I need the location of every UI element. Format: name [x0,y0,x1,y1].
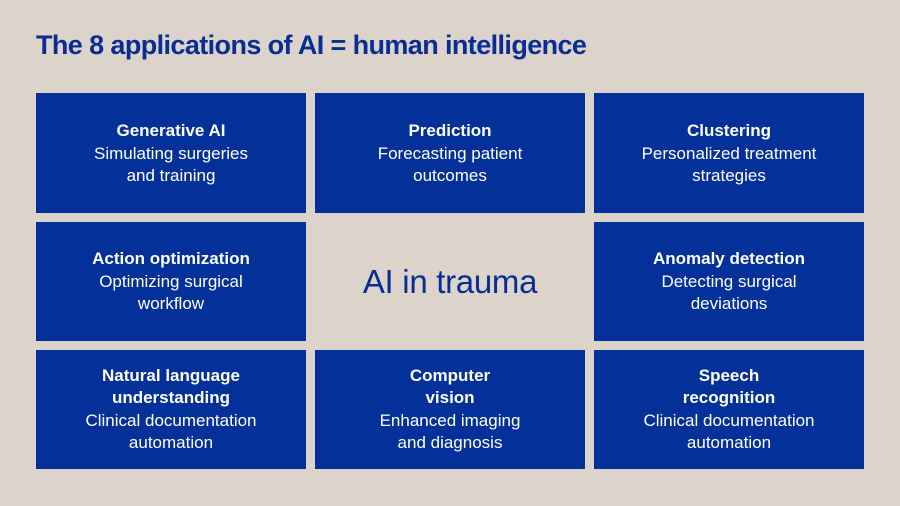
box-anomaly-detection: Anomaly detection Detecting surgical dev… [594,222,864,341]
box-description: Detecting surgical deviations [661,272,797,313]
box-action-optimization: Action optimization Optimizing surgical … [36,222,306,341]
box-heading: Speech recognition [682,366,776,407]
box-prediction: Prediction Forecasting patient outcomes [315,93,585,213]
box-computer-vision: Computer vision Enhanced imaging and dia… [315,350,585,469]
box-description: Forecasting patient outcomes [377,143,523,185]
box-description: Clinical documentation automation [85,411,257,452]
box-description: Enhanced imaging and diagnosis [379,411,521,452]
center-label: AI in trauma [362,262,538,300]
box-speech-recognition: Speech recognition Clinical documentatio… [594,350,864,469]
box-description: Optimizing surgical workflow [99,272,243,313]
box-heading: Clustering [686,120,772,140]
box-heading: Action optimization [92,249,250,268]
box-clustering: Clustering Personalized treatment strate… [594,93,864,213]
box-description: Clinical documentation automation [643,411,815,452]
box-heading: Prediction [408,120,492,140]
page-title: The 8 applications of AI = human intelli… [36,30,587,60]
box-heading: Anomaly detection [652,249,806,268]
box-heading: Computer vision [409,366,491,407]
box-heading: Generative AI [116,120,226,140]
applications-grid: Generative AI Simulating surgeries and t… [36,93,864,469]
box-generative-ai: Generative AI Simulating surgeries and t… [36,93,306,213]
box-natural-language-understanding: Natural language understanding Clinical … [36,350,306,469]
box-description: Simulating surgeries and training [93,143,248,185]
box-heading: Natural language understanding [102,366,240,407]
box-description: Personalized treatment strategies [641,143,817,185]
